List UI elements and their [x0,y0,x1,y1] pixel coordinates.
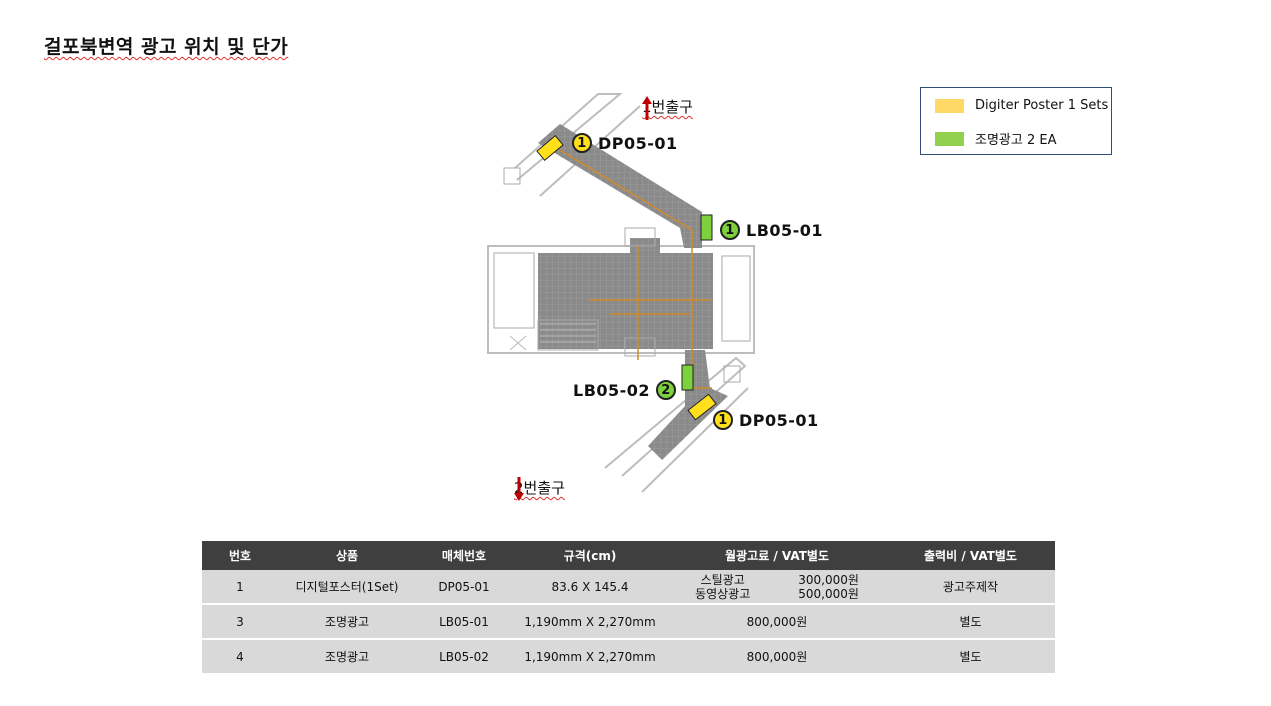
cell-print: 광고주제작 [886,570,1055,605]
cell-product: 조명광고 [278,604,416,640]
cell-fee: 스틸광고 동영상광고 300,000원 500,000원 [668,570,886,605]
ad-spot-lb05-01 [700,214,713,241]
price-table: 번호 상품 매체번호 규격(cm) 월광고료 / VAT별도 출력비 / VAT… [202,541,1055,675]
map-legend: Digiter Poster 1 Sets 조명광고 2 EA [920,87,1112,155]
cell-no: 3 [202,604,278,640]
station-map: 1번출구 2번출구 1 DP05-01 1 LB05-01 2 LB05-02 … [480,88,860,508]
cell-size: 83.6 X 145.4 [512,570,668,605]
ad-spot-lb05-02 [681,364,694,391]
fee-value-video: 500,000원 [798,586,859,601]
legend-item-lightbox: 조명광고 2 EA [935,129,1056,148]
spot-code: LB05-02 [573,380,651,400]
fee-value-still: 300,000원 [798,572,859,587]
number-badge: 1 [720,220,740,240]
arrow-down-icon [514,477,524,501]
exit-1-text: 1번출구 [642,98,693,116]
fee-type-video: 동영상광고 [695,586,751,601]
station-floorplan [487,93,755,493]
spot-label-dp05-01-bottom: 1 DP05-01 [713,410,819,430]
number-badge: 1 [713,410,733,430]
cell-media: LB05-01 [416,604,512,640]
table-row: 4 조명광고 LB05-02 1,190mm X 2,270mm 800,000… [202,639,1055,675]
legend-label: 조명광고 2 EA [975,133,1057,148]
table-row: 1 디지털포스터(1Set) DP05-01 83.6 X 145.4 스틸광고… [202,570,1055,605]
header-no: 번호 [202,541,278,570]
cell-size: 1,190mm X 2,270mm [512,604,668,640]
header-media-no: 매체번호 [416,541,512,570]
page-title-text: 걸포북변역 광고 위치 및 단가 [44,36,289,58]
header-product: 상품 [278,541,416,570]
number-badge: 1 [572,133,592,153]
spot-code: DP05-01 [598,133,678,153]
header-size: 규격(cm) [512,541,668,570]
spot-code: DP05-01 [739,410,819,430]
table-row: 3 조명광고 LB05-01 1,190mm X 2,270mm 800,000… [202,604,1055,640]
cell-fee: 800,000원 [668,639,886,675]
cell-fee: 800,000원 [668,604,886,640]
header-print-cost: 출력비 / VAT별도 [886,541,1055,570]
cell-size: 1,190mm X 2,270mm [512,639,668,675]
cell-media: DP05-01 [416,570,512,605]
legend-item-digital-poster: Digiter Poster 1 Sets [935,98,1108,113]
cell-print: 별도 [886,639,1055,675]
legend-swatch-green [935,131,964,146]
arrow-up-icon [642,96,652,120]
ad-spot-dp05-01-bottom [687,393,717,421]
spot-label-lb05-02: 2 LB05-02 [573,380,677,400]
main-concourse [538,253,713,349]
spot-code: LB05-01 [746,220,824,240]
header-monthly-fee: 월광고료 / VAT별도 [668,541,886,570]
ad-spot-dp05-01-top [536,134,564,162]
number-badge: 2 [656,380,677,400]
cell-product: 디지털포스터(1Set) [278,570,416,605]
cell-media: LB05-02 [416,639,512,675]
cell-product: 조명광고 [278,639,416,675]
lower-corridor [648,350,728,460]
spot-label-lb05-01: 1 LB05-01 [720,220,823,240]
page-title: 걸포북변역 광고 위치 및 단가 [44,32,288,59]
cell-no: 4 [202,639,278,675]
cell-no: 1 [202,570,278,605]
exit-2-text: 2번출구 [514,479,565,497]
legend-swatch-yellow [935,98,964,113]
exit-1-label: 1번출구 [642,96,693,120]
fee-type-still: 스틸광고 [700,572,745,587]
cell-print: 별도 [886,604,1055,640]
exit-2-label: 2번출구 [514,477,565,501]
spot-label-dp05-01-top: 1 DP05-01 [572,133,678,153]
legend-label: Digiter Poster 1 Sets [975,98,1109,113]
table-header-row: 번호 상품 매체번호 규격(cm) 월광고료 / VAT별도 출력비 / VAT… [202,541,1055,570]
